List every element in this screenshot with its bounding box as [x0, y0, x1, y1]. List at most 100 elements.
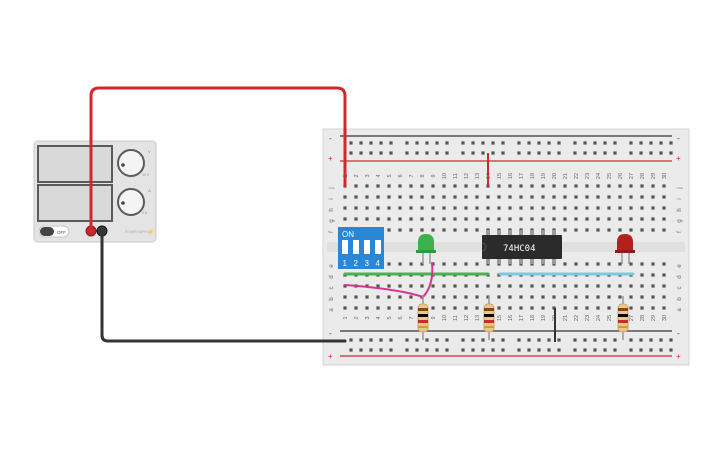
terminal-hole[interactable]: [376, 306, 380, 310]
rail-hole[interactable]: [649, 338, 653, 342]
terminal-hole[interactable]: [585, 284, 589, 288]
rail-hole[interactable]: [659, 141, 663, 145]
terminal-hole[interactable]: [420, 195, 424, 199]
terminal-hole[interactable]: [420, 206, 424, 210]
rail-hole[interactable]: [425, 338, 429, 342]
terminal-hole[interactable]: [442, 306, 446, 310]
dip-switch[interactable]: ON 1 2 3 4: [338, 227, 384, 269]
terminal-hole[interactable]: [464, 262, 468, 266]
terminal-hole[interactable]: [541, 284, 545, 288]
terminal-hole[interactable]: [398, 262, 402, 266]
terminal-hole[interactable]: [497, 184, 501, 188]
terminal-hole[interactable]: [398, 306, 402, 310]
terminal-hole[interactable]: [409, 262, 413, 266]
terminal-hole[interactable]: [420, 217, 424, 221]
terminal-hole[interactable]: [530, 306, 534, 310]
terminal-hole[interactable]: [475, 306, 479, 310]
rail-hole[interactable]: [471, 338, 475, 342]
terminal-hole[interactable]: [541, 295, 545, 299]
terminal-hole[interactable]: [574, 206, 578, 210]
black-ground-wire[interactable]: [100, 229, 347, 343]
terminal-hole[interactable]: [464, 184, 468, 188]
terminal-hole[interactable]: [585, 195, 589, 199]
terminal-hole[interactable]: [651, 195, 655, 199]
rail-hole[interactable]: [359, 141, 363, 145]
terminal-hole[interactable]: [431, 195, 435, 199]
terminal-hole[interactable]: [387, 262, 391, 266]
rail-hole[interactable]: [583, 338, 587, 342]
terminal-hole[interactable]: [563, 217, 567, 221]
rail-hole[interactable]: [415, 141, 419, 145]
terminal-hole[interactable]: [475, 184, 479, 188]
rail-hole[interactable]: [573, 141, 577, 145]
terminal-hole[interactable]: [640, 217, 644, 221]
rail-hole[interactable]: [349, 338, 353, 342]
terminal-hole[interactable]: [530, 284, 534, 288]
terminal-hole[interactable]: [409, 228, 413, 232]
terminal-hole[interactable]: [398, 228, 402, 232]
rail-hole[interactable]: [629, 348, 633, 352]
terminal-hole[interactable]: [453, 295, 457, 299]
terminal-hole[interactable]: [585, 206, 589, 210]
terminal-hole[interactable]: [640, 284, 644, 288]
rail-hole[interactable]: [359, 338, 363, 342]
rail-hole[interactable]: [659, 348, 663, 352]
terminal-hole[interactable]: [431, 217, 435, 221]
terminal-hole[interactable]: [618, 295, 622, 299]
dip-switch-2[interactable]: 2: [353, 240, 359, 268]
resistor-1[interactable]: [417, 296, 429, 340]
terminal-hole[interactable]: [574, 295, 578, 299]
terminal-hole[interactable]: [563, 284, 567, 288]
terminal-hole[interactable]: [574, 184, 578, 188]
terminal-hole[interactable]: [354, 195, 358, 199]
terminal-hole[interactable]: [453, 184, 457, 188]
terminal-hole[interactable]: [519, 295, 523, 299]
rail-hole[interactable]: [573, 338, 577, 342]
terminal-hole[interactable]: [629, 295, 633, 299]
rail-hole[interactable]: [603, 338, 607, 342]
terminal-hole[interactable]: [420, 262, 424, 266]
terminal-hole[interactable]: [618, 195, 622, 199]
rail-hole[interactable]: [669, 141, 673, 145]
power-switch[interactable]: OFF: [38, 225, 70, 238]
terminal-hole[interactable]: [486, 195, 490, 199]
terminal-hole[interactable]: [519, 306, 523, 310]
terminal-hole[interactable]: [354, 206, 358, 210]
terminal-hole[interactable]: [365, 306, 369, 310]
terminal-hole[interactable]: [475, 217, 479, 221]
terminal-hole[interactable]: [475, 195, 479, 199]
terminal-hole[interactable]: [420, 184, 424, 188]
power-supply[interactable]: V 30 V A 5 A OFF POWER SUPPLY ⚡: [33, 140, 157, 243]
rail-hole[interactable]: [603, 348, 607, 352]
rail-hole[interactable]: [425, 141, 429, 145]
rail-hole[interactable]: [435, 151, 439, 155]
dip-switch-1[interactable]: 1: [342, 240, 348, 268]
terminal-hole[interactable]: [651, 184, 655, 188]
terminal-hole[interactable]: [398, 217, 402, 221]
terminal-hole[interactable]: [552, 217, 556, 221]
rail-hole[interactable]: [435, 141, 439, 145]
terminal-hole[interactable]: [365, 217, 369, 221]
rail-hole[interactable]: [359, 151, 363, 155]
terminal-hole[interactable]: [607, 206, 611, 210]
terminal-hole[interactable]: [574, 306, 578, 310]
terminal-hole[interactable]: [640, 184, 644, 188]
rail-hole[interactable]: [481, 348, 485, 352]
terminal-hole[interactable]: [442, 295, 446, 299]
terminal-hole[interactable]: [607, 284, 611, 288]
terminal-hole[interactable]: [519, 284, 523, 288]
terminal-hole[interactable]: [629, 262, 633, 266]
terminal-hole[interactable]: [563, 206, 567, 210]
rail-hole[interactable]: [445, 141, 449, 145]
terminal-hole[interactable]: [398, 184, 402, 188]
terminal-hole[interactable]: [552, 295, 556, 299]
rail-hole[interactable]: [359, 348, 363, 352]
terminal-hole[interactable]: [651, 228, 655, 232]
terminal-hole[interactable]: [651, 217, 655, 221]
rail-hole[interactable]: [435, 338, 439, 342]
terminal-hole[interactable]: [651, 295, 655, 299]
rail-hole[interactable]: [527, 151, 531, 155]
rail-hole[interactable]: [471, 151, 475, 155]
terminal-hole[interactable]: [640, 206, 644, 210]
